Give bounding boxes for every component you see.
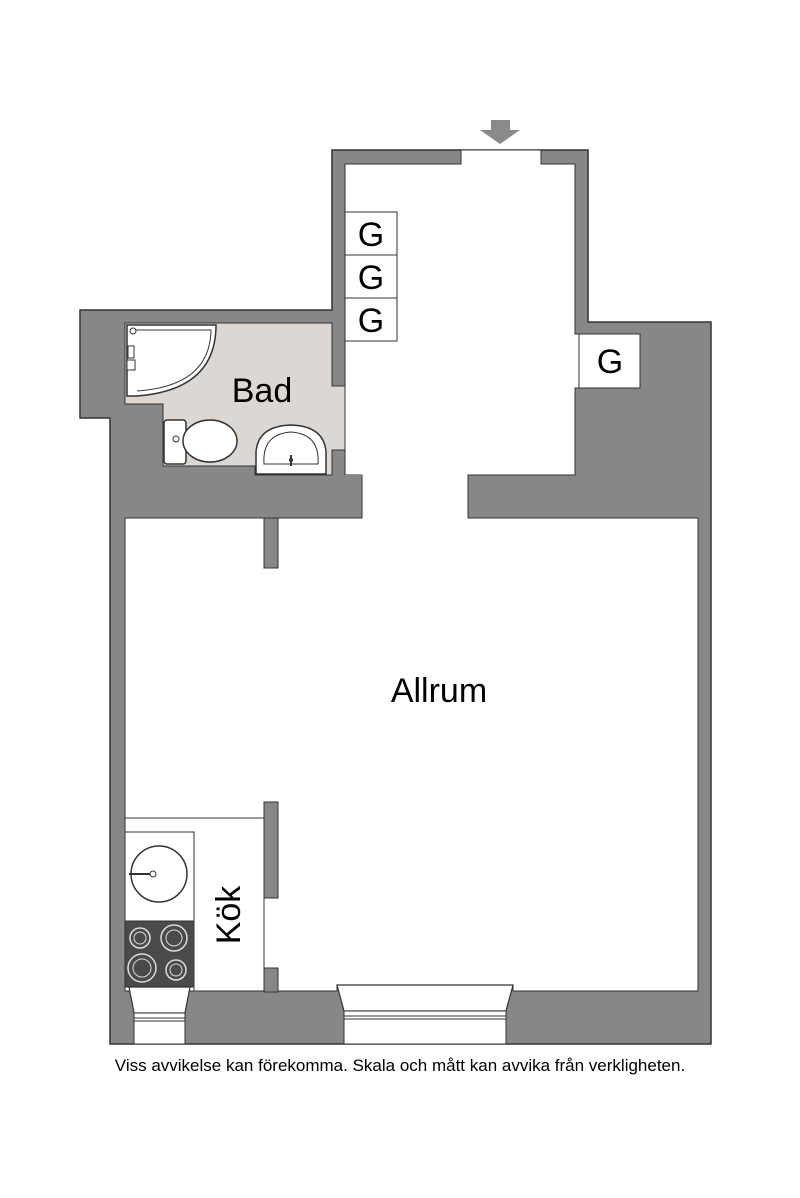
wardrobe-3: G	[344, 297, 398, 342]
interior-space	[124, 149, 699, 992]
kitchen-sink-icon	[129, 845, 188, 903]
shower-icon	[126, 324, 217, 397]
wardrobe-4: G	[578, 333, 641, 389]
wardrobe-3-label: G	[358, 302, 384, 340]
room-label-kok: Kök	[210, 885, 248, 945]
window-living-room	[336, 984, 514, 1045]
disclaimer-text: Viss avvikelse kan förekomma. Skala och …	[114, 1056, 686, 1075]
entrance-arrow-icon	[480, 120, 520, 144]
wall-stub-kitchen	[263, 801, 279, 899]
wardrobe-2-label: G	[358, 259, 384, 297]
wardrobe-1: G	[344, 211, 398, 256]
room-label-allrum: Allrum	[391, 672, 487, 710]
wardrobe-2: G	[344, 254, 398, 299]
bathroom-doorway	[332, 475, 362, 476]
bathroom-sink-icon	[255, 424, 327, 475]
stove-icon	[124, 920, 195, 988]
window-kitchen	[128, 986, 191, 1045]
wardrobe-4-label: G	[597, 343, 623, 381]
toilet-icon	[163, 419, 238, 465]
wall-stub-upper	[263, 517, 279, 569]
wall-stub-lower	[263, 967, 279, 993]
wardrobe-1-label: G	[358, 216, 384, 254]
room-label-bad: Bad	[232, 372, 293, 410]
